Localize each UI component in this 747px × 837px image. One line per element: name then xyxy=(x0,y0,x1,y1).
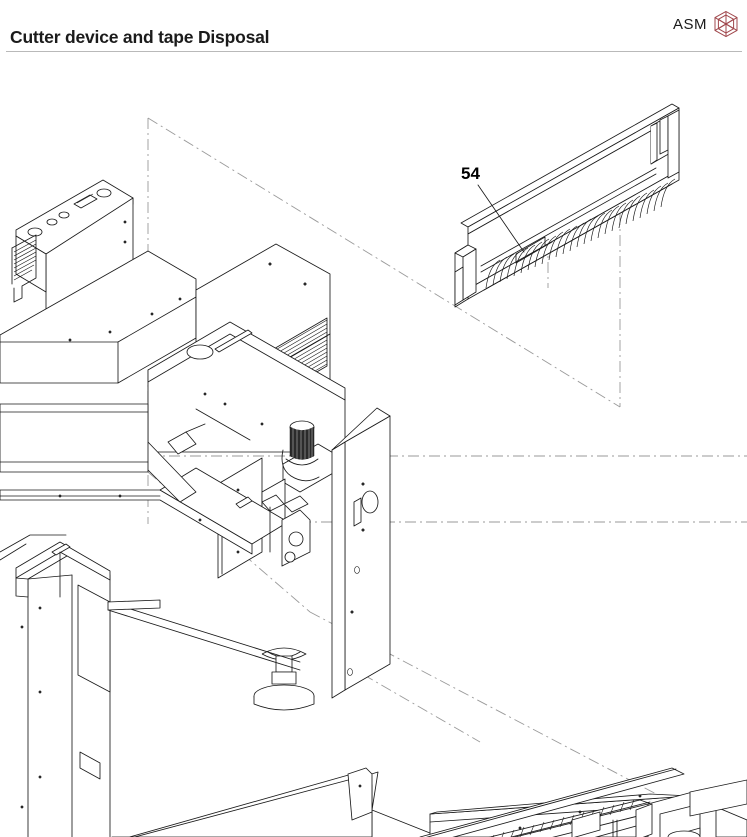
cutter-drive-motor xyxy=(281,420,336,493)
lower-deck-edge xyxy=(111,767,373,837)
conveyor-rail-assembly xyxy=(351,767,747,837)
leg-mount-plate xyxy=(107,599,301,671)
brand-block: ASM xyxy=(673,10,739,38)
technical-drawing: .l { fill:none; stroke:#1a1a1a; stroke-w… xyxy=(0,52,747,837)
cutter-bed xyxy=(147,321,346,453)
hexagon-logo-icon xyxy=(714,10,738,38)
header-divider xyxy=(6,51,742,52)
leveling-foot xyxy=(253,647,315,711)
lower-left-deck xyxy=(0,403,149,473)
support-column-left xyxy=(0,534,111,837)
part-54-tape-disposal-duct xyxy=(454,103,680,308)
support-column-right xyxy=(331,407,391,699)
callout-number-54: 54 xyxy=(461,164,480,183)
brand-name: ASM xyxy=(672,15,707,33)
page-header: Cutter device and tape Disposal ASM xyxy=(0,0,747,52)
callout-54-leader xyxy=(477,184,525,253)
page-title: Cutter device and tape Disposal xyxy=(10,27,270,47)
construction-lines xyxy=(147,117,747,818)
cad-illustration: .l { fill:none; stroke:#1a1a1a; stroke-w… xyxy=(0,103,747,837)
